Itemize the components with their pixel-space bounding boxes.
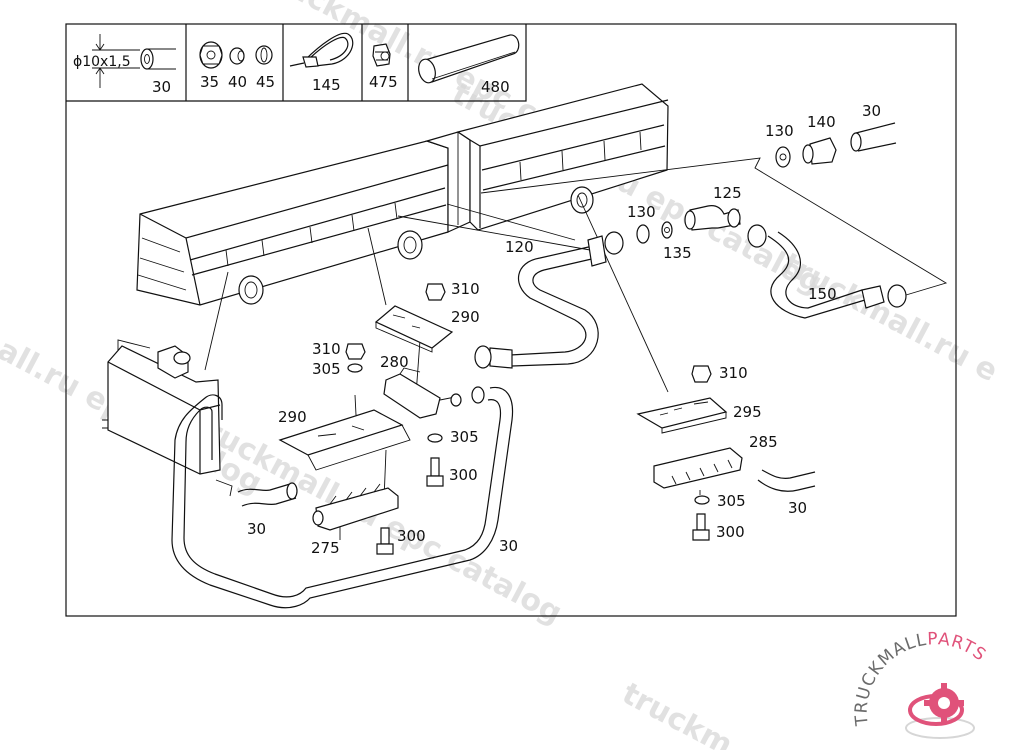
protective-sleeve-icon	[418, 34, 520, 84]
bracket-295-icon	[636, 397, 728, 429]
callout-30: 30	[788, 499, 807, 517]
hose-150	[747, 224, 907, 319]
washer-135-icon	[661, 221, 673, 239]
sleeve-icon	[229, 47, 245, 65]
callout-275: 275	[311, 539, 340, 557]
washer-305-icon	[694, 495, 710, 505]
legend-label-475: 475	[369, 73, 398, 91]
distributor-280-icon	[383, 373, 441, 419]
hose-spec-label: ϕ10x1,5	[73, 54, 131, 70]
callout-290: 290	[278, 408, 307, 426]
nut-icon	[604, 231, 624, 255]
legend-cell-sleeve: 480	[418, 34, 520, 96]
watermark-text: truckmall.ru e	[776, 246, 1003, 389]
callout-130: 130	[765, 122, 794, 140]
ring-icon	[255, 45, 273, 65]
legend-strip: ϕ10x1,5 30 35 40 45	[66, 24, 527, 102]
callout-125: 125	[713, 184, 742, 202]
callout-150: 150	[808, 285, 837, 303]
elbow-125-icon	[684, 205, 741, 231]
nut-icon	[199, 41, 223, 69]
bolt-300-icon	[426, 433, 444, 487]
callout-285: 285	[749, 433, 778, 451]
callout-305: 305	[312, 360, 341, 378]
legend-cell-cable-tie: 145	[289, 32, 354, 94]
legend-label-480: 480	[481, 78, 510, 96]
hose-120	[474, 231, 624, 369]
legend-label-45: 45	[256, 73, 275, 91]
callout-140: 140	[807, 113, 836, 131]
distributor-285-icon	[653, 447, 743, 489]
callout-305: 305	[717, 492, 746, 510]
bolt-300-icon	[692, 513, 710, 541]
watermark-text: truckm	[616, 676, 738, 750]
callout-30: 30	[862, 102, 881, 120]
washer-305-icon	[347, 363, 363, 373]
watermark-text: truckmall.ru epc catalog	[186, 406, 567, 631]
legend-label-35: 35	[200, 73, 219, 91]
hose-30-stub-icon	[850, 132, 862, 152]
nut-130-mid-icon	[636, 224, 650, 244]
logo-text-dark: TRUCKMALL	[852, 630, 929, 728]
callout-310: 310	[312, 340, 341, 358]
hose-30-right	[757, 469, 816, 492]
callout-280: 280	[380, 353, 409, 371]
nut-310-icon	[691, 365, 712, 383]
callout-305: 305	[450, 428, 479, 446]
callout-30: 30	[499, 537, 518, 555]
callout-300: 300	[716, 523, 745, 541]
tank-unit	[102, 339, 233, 497]
leader-lines	[204, 157, 948, 540]
diagram-frame	[65, 23, 957, 617]
legend-label-145: 145	[312, 76, 341, 94]
mounting-parts	[278, 283, 816, 555]
legend-cell-hose: ϕ10x1,5 30	[73, 34, 176, 96]
grommet-icon	[372, 43, 391, 67]
upper-fittings	[636, 122, 907, 319]
legend-cell-grommet: 475	[369, 43, 398, 91]
legend-label-30: 30	[152, 78, 171, 96]
callout-135: 135	[663, 244, 692, 262]
bolt-300-icon	[376, 527, 394, 555]
cable-tie-icon	[289, 32, 354, 68]
gear-icon	[905, 683, 975, 739]
legend-cell-fittings: 35 40 45	[199, 41, 275, 91]
logo-text: TRUCKMALLPARTS	[852, 629, 990, 727]
nut-130-icon	[775, 146, 791, 168]
hose-30-loop	[171, 386, 514, 609]
bracket-290-icon	[374, 305, 454, 349]
callout-300: 300	[449, 466, 478, 484]
callout-300: 300	[397, 527, 426, 545]
logo-text-accent: PARTS	[927, 629, 990, 666]
union-140-icon	[809, 137, 837, 165]
distributor-275-icon	[315, 487, 399, 531]
callout-310: 310	[719, 364, 748, 382]
nut-310-icon	[345, 343, 366, 360]
nut-310-icon	[425, 283, 446, 301]
truckmall-parts-logo: TRUCKMALLPARTS	[852, 629, 990, 739]
legend-label-40: 40	[228, 73, 247, 91]
callout-labels: 30 130 140 125 130 135 120 150 310 290 3…	[247, 102, 881, 557]
callout-30: 30	[247, 520, 266, 538]
callout-295: 295	[733, 403, 762, 421]
bus-illustration	[136, 83, 669, 306]
callout-120: 120	[505, 238, 534, 256]
callout-290: 290	[451, 308, 480, 326]
hose-30-short	[237, 483, 297, 507]
callout-310: 310	[451, 280, 480, 298]
callout-130: 130	[627, 203, 656, 221]
